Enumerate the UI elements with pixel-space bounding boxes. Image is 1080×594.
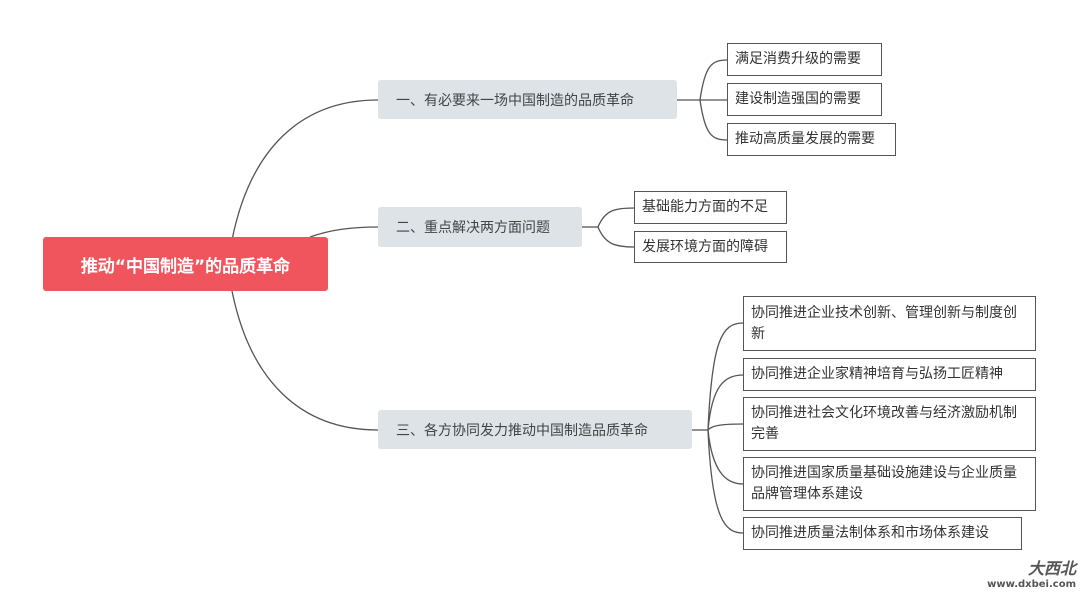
branch-node-3[interactable]: 三、各方协同发力推动中国制造品质革命 — [378, 410, 692, 449]
branch-node-1[interactable]: 一、有必要来一场中国制造的品质革命 — [378, 80, 677, 119]
leaf-node[interactable]: 满足消费升级的需要 — [727, 43, 882, 76]
leaf-node[interactable]: 协同推进社会文化环境改善与经济激励机制完善 — [743, 397, 1036, 451]
leaf-node[interactable]: 基础能力方面的不足 — [634, 191, 787, 224]
root-node[interactable]: 推动“中国制造”的品质革命 — [43, 237, 328, 291]
watermark-url: www.dxbei.com — [987, 579, 1076, 590]
leaf-node[interactable]: 协同推进企业家精神培育与弘扬工匠精神 — [743, 358, 1036, 391]
branch-node-2[interactable]: 二、重点解决两方面问题 — [378, 207, 582, 247]
leaf-node[interactable]: 建设制造强国的需要 — [727, 83, 882, 116]
watermark-logo: 大西北 www.dxbei.com — [987, 555, 1076, 590]
leaf-node[interactable]: 协同推进国家质量基础设施建设与企业质量品牌管理体系建设 — [743, 457, 1036, 511]
leaf-node[interactable]: 协同推进企业技术创新、管理创新与制度创新 — [743, 296, 1036, 351]
leaf-node[interactable]: 发展环境方面的障碍 — [634, 231, 787, 263]
leaf-node[interactable]: 推动高质量发展的需要 — [727, 123, 896, 156]
leaf-node[interactable]: 协同推进质量法制体系和市场体系建设 — [743, 517, 1022, 550]
watermark-name: 大西北 — [1027, 559, 1076, 578]
